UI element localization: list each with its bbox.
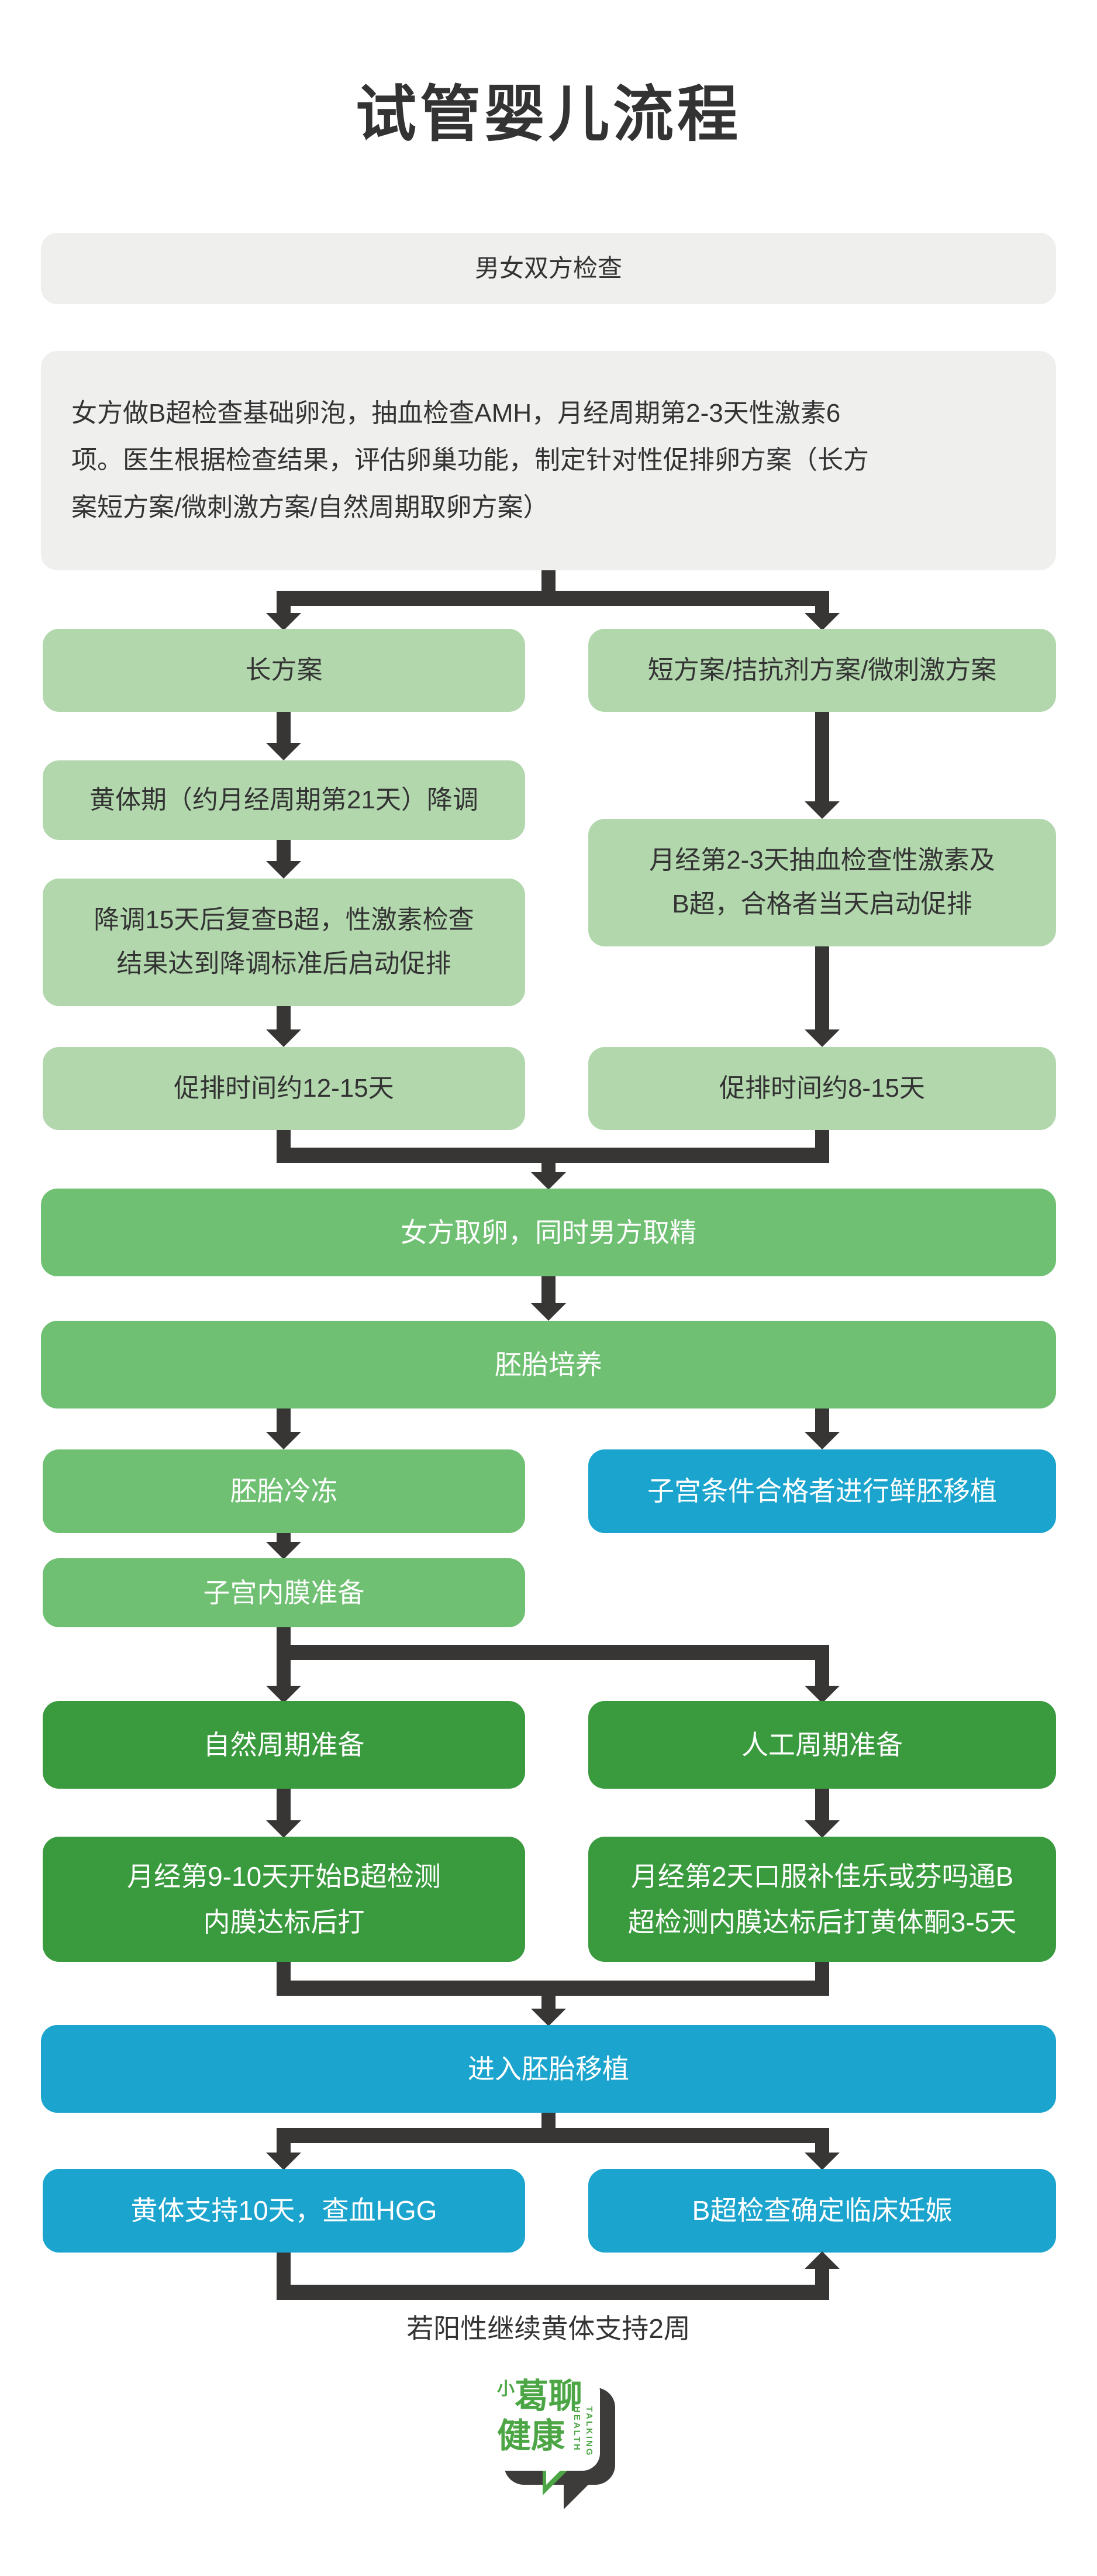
node-menses-check: 月经第2-3天抽血检查性激素及 B超，合格者当天启动促排 xyxy=(588,819,1056,946)
connector-bar xyxy=(277,2285,829,2300)
arrowhead-down-icon xyxy=(805,1432,840,1449)
arrowhead-down-icon xyxy=(531,2009,566,2026)
connector-stem xyxy=(815,2143,829,2154)
node-short-plan: 短方案/拮抗剂方案/微刺激方案 xyxy=(588,629,1056,712)
connector-stem xyxy=(277,1006,291,1031)
node-natural-cycle: 自然周期准备 xyxy=(43,1701,525,1789)
arrowhead-down-icon xyxy=(266,613,301,631)
logo-english-text: HEALTH TALKING xyxy=(572,2406,594,2457)
node-embryo-freeze: 胚胎冷冻 xyxy=(43,1449,525,1533)
connector-stem xyxy=(541,1163,556,1173)
speech-bubble-icon: 小 葛聊 健康 HEALTH TALKING xyxy=(489,2374,600,2471)
node-egg-retrieval: 女方取卵，同时男方取精 xyxy=(41,1189,1056,1276)
connector-stem xyxy=(815,606,829,614)
connector-bar xyxy=(277,1148,829,1163)
node-artificial-cycle: 人工周期准备 xyxy=(588,1701,1056,1789)
arrowhead-down-icon xyxy=(266,1432,301,1449)
arrowhead-down-icon xyxy=(266,2153,301,2170)
connector-stem xyxy=(815,1789,829,1821)
arrowhead-down-icon xyxy=(266,861,301,879)
node-artificial-detail: 月经第2天口服补佳乐或芬吗通B 超检测内膜达标后打黄体酮3-5天 xyxy=(588,1837,1056,1962)
page-title: 试管婴儿流程 xyxy=(355,81,741,149)
connector-stem xyxy=(277,1408,291,1433)
connector-bar xyxy=(277,2128,829,2143)
arrowhead-down-icon xyxy=(805,801,840,819)
node-enter-transfer: 进入胚胎移植 xyxy=(41,2025,1056,2113)
logo-row-top: 小 葛聊 xyxy=(497,2379,592,2413)
connector-stem xyxy=(277,1533,291,1543)
logo-char-small: 小 xyxy=(497,2379,515,2399)
connector-stem xyxy=(277,1627,291,1646)
connector-stem xyxy=(277,840,291,862)
connector-stem xyxy=(815,1408,829,1433)
arrowhead-down-icon xyxy=(266,743,301,760)
connector-stem xyxy=(815,1660,829,1687)
node-description: 女方做B超检查基础卵泡，抽血检查AMH，月经周期第2-3天性激素6 项。医生根据… xyxy=(41,351,1056,570)
brand-logo: 小 葛聊 健康 HEALTH TALKING xyxy=(489,2374,615,2512)
connector-stem xyxy=(541,1996,556,2010)
arrowhead-down-icon xyxy=(805,613,840,631)
connector-bar xyxy=(277,1645,829,1660)
node-embryo-culture: 胚胎培养 xyxy=(41,1321,1056,1408)
node-luteal-downreg: 黄体期（约月经周期第21天）降调 xyxy=(43,760,525,840)
connector-stem xyxy=(277,1962,291,1982)
node-stim-12-15: 促排时间约12-15天 xyxy=(43,1047,525,1130)
arrowhead-down-icon xyxy=(805,1029,840,1047)
connector-stem xyxy=(541,570,556,592)
connector-stem xyxy=(541,1276,556,1304)
connector-stem xyxy=(277,712,291,744)
arrowhead-down-icon xyxy=(266,1820,301,1838)
connector-stem xyxy=(277,606,291,614)
connector-stem xyxy=(277,1660,291,1687)
connector-stem xyxy=(815,712,829,803)
connector-stem xyxy=(277,1789,291,1821)
logo-chars-top: 葛聊 xyxy=(515,2377,583,2415)
arrowhead-down-icon xyxy=(805,1686,840,1703)
node-natural-detail: 月经第9-10天开始B超检测 内膜达标后打 xyxy=(43,1837,525,1962)
logo-chars-bottom: 健康 xyxy=(497,2417,565,2455)
arrowhead-down-icon xyxy=(266,1686,301,1703)
connector-bar xyxy=(277,1981,829,1996)
node-stim-8-15: 促排时间约8-15天 xyxy=(588,1047,1056,1130)
connector-stem xyxy=(815,2268,829,2286)
arrowhead-up-icon xyxy=(805,2251,840,2269)
node-downreg-check: 降调15天后复查B超，性激素检查 结果达到降调标准后启动促排 xyxy=(43,879,525,1006)
connector-stem xyxy=(815,1130,829,1149)
node-luteal-support: 黄体支持10天，查血HGG xyxy=(43,2169,525,2253)
arrowhead-down-icon xyxy=(531,1172,566,1190)
arrowhead-down-icon xyxy=(805,2153,840,2170)
node-exam: 男女双方检查 xyxy=(41,233,1056,304)
arrowhead-down-icon xyxy=(805,1820,840,1838)
connector-stem xyxy=(541,2113,556,2129)
arrowhead-down-icon xyxy=(266,1029,301,1047)
node-long-plan: 长方案 xyxy=(43,629,525,712)
node-ultrasound-confirm: B超检查确定临床妊娠 xyxy=(588,2169,1056,2253)
connector-stem xyxy=(277,2143,291,2154)
connector-stem xyxy=(277,2253,291,2286)
connector-stem xyxy=(277,1130,291,1149)
arrowhead-down-icon xyxy=(266,1542,301,1559)
connector-stem xyxy=(815,946,829,1031)
note-text: 若阳性继续黄体支持2周 xyxy=(406,2313,691,2344)
connector-bar xyxy=(277,591,829,606)
node-fresh-transfer: 子宫条件合格者进行鲜胚移植 xyxy=(588,1449,1056,1533)
connector-stem xyxy=(815,1962,829,1982)
arrowhead-down-icon xyxy=(531,1303,566,1321)
node-endometrium-prep: 子宫内膜准备 xyxy=(43,1558,525,1627)
